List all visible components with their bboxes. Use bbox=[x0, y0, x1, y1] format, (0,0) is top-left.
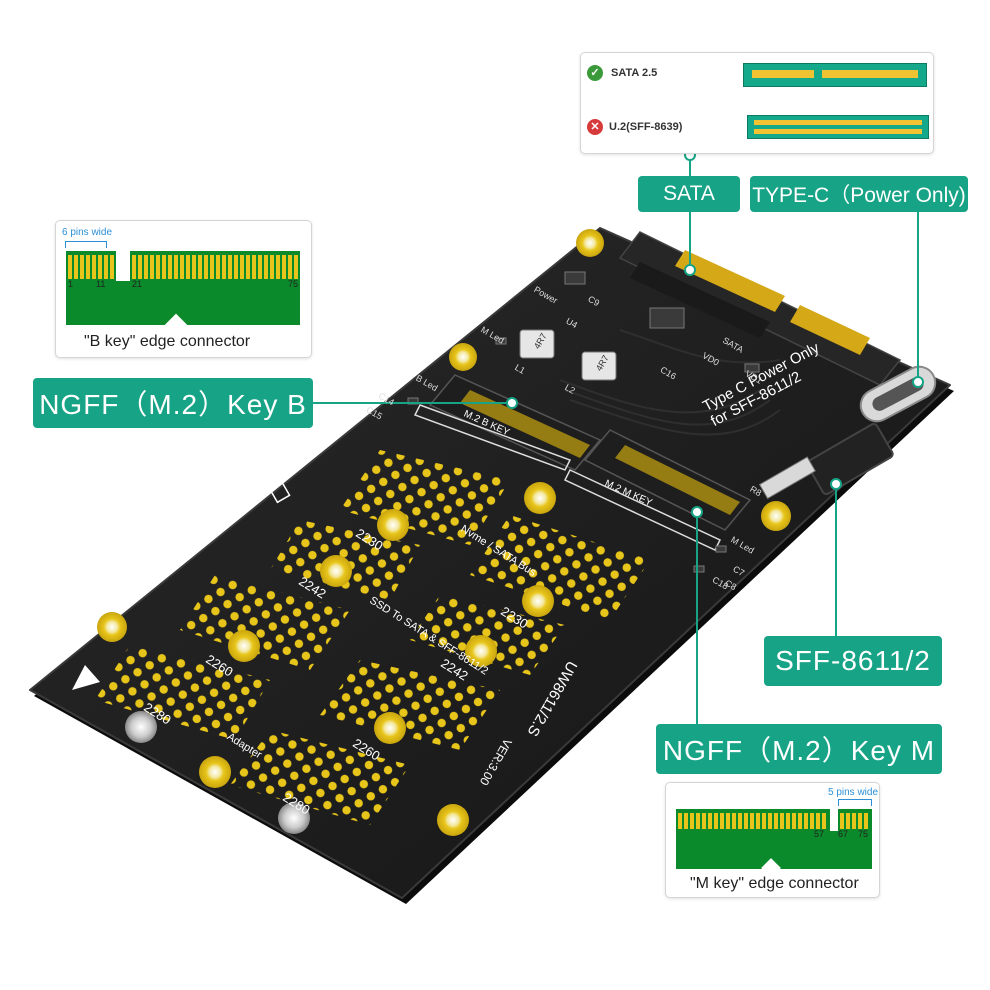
m-key-pins-right bbox=[840, 813, 870, 829]
b-key-pin-num: 1 bbox=[68, 279, 74, 289]
key-b-label: NGFF（M.2）Key B bbox=[33, 378, 313, 428]
m-key-bracket bbox=[838, 799, 872, 806]
check-icon: ✓ bbox=[587, 65, 603, 81]
b-key-note: 6 pins wide bbox=[62, 227, 113, 238]
typec-label: TYPE-C（Power Only) bbox=[750, 176, 968, 212]
m-key-pin-num: 57 bbox=[814, 829, 825, 839]
b-key-card: 6 pins wide 1 11 21 75 "B key" edge conn… bbox=[55, 220, 312, 358]
dot-grids bbox=[95, 450, 650, 825]
silk-logos bbox=[72, 478, 291, 690]
b-key-pin-num: 21 bbox=[132, 279, 143, 289]
b-key-pin-num: 75 bbox=[288, 279, 299, 289]
u2-connector-graphic bbox=[747, 115, 929, 139]
u2-row: ✕ U.2(SFF-8639) bbox=[587, 119, 682, 135]
m-key-card: 5 pins wide 57 67 75 "M key" edge connec… bbox=[665, 782, 880, 898]
b-key-bracket bbox=[65, 241, 107, 248]
sff-label: SFF-8611/2 bbox=[764, 636, 942, 686]
b-key-notch bbox=[116, 251, 130, 281]
smd-components bbox=[407, 271, 760, 573]
b-key-pins-left bbox=[68, 255, 114, 279]
cross-icon: ✕ bbox=[587, 119, 603, 135]
leader-lines bbox=[313, 149, 924, 725]
m-key-note: 5 pins wide bbox=[828, 787, 879, 798]
mount-holes bbox=[97, 229, 791, 836]
sata-label: SATA bbox=[638, 176, 740, 212]
sata25-label: SATA 2.5 bbox=[611, 67, 658, 79]
m2-m-slot bbox=[563, 429, 752, 551]
m2-b-slot bbox=[413, 374, 602, 471]
sff-connector bbox=[758, 423, 894, 500]
m-key-notch bbox=[830, 809, 838, 831]
sata-compat-card: ✓ SATA 2.5 ✕ U.2(SFF-8639) bbox=[580, 52, 934, 154]
m-key-pins-left bbox=[678, 813, 828, 829]
m-key-caption: "M key" edge connector bbox=[690, 875, 859, 892]
m-key-pin-num: 67 bbox=[838, 829, 849, 839]
b-key-caption: "B key" edge connector bbox=[84, 333, 251, 350]
b-key-pins-right bbox=[132, 255, 298, 279]
m-key-pin-num: 75 bbox=[858, 829, 869, 839]
sata25-connector-graphic bbox=[743, 63, 927, 87]
key-m-label: NGFF（M.2）Key M bbox=[656, 724, 942, 774]
b-key-pin-num: 11 bbox=[96, 279, 106, 289]
sata25-row: ✓ SATA 2.5 bbox=[587, 65, 657, 81]
u2-label: U.2(SFF-8639) bbox=[609, 121, 683, 133]
